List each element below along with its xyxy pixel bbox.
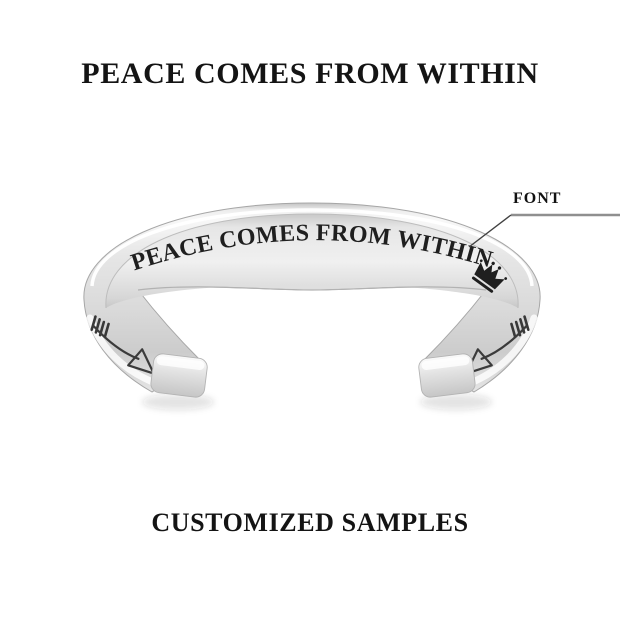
bracelet-end-right [418,353,476,398]
caption-text: CUSTOMIZED SAMPLES [151,508,469,537]
arm-highlight-right [464,314,538,388]
bracelet-inner-face [105,214,519,308]
title-text: PEACE COMES FROM WITHIN [81,57,539,90]
font-callout-label: FONT [513,190,562,207]
crown-icon [471,259,508,293]
rim-highlight [90,208,534,287]
end-shadow-right [420,394,492,410]
inner-face-bottom-edge [137,286,487,291]
inner-face-top-edge [105,213,519,309]
callout-line-diagonal [468,214,512,248]
bracelet-end-left [150,353,208,398]
end-shadow-left [142,394,214,410]
